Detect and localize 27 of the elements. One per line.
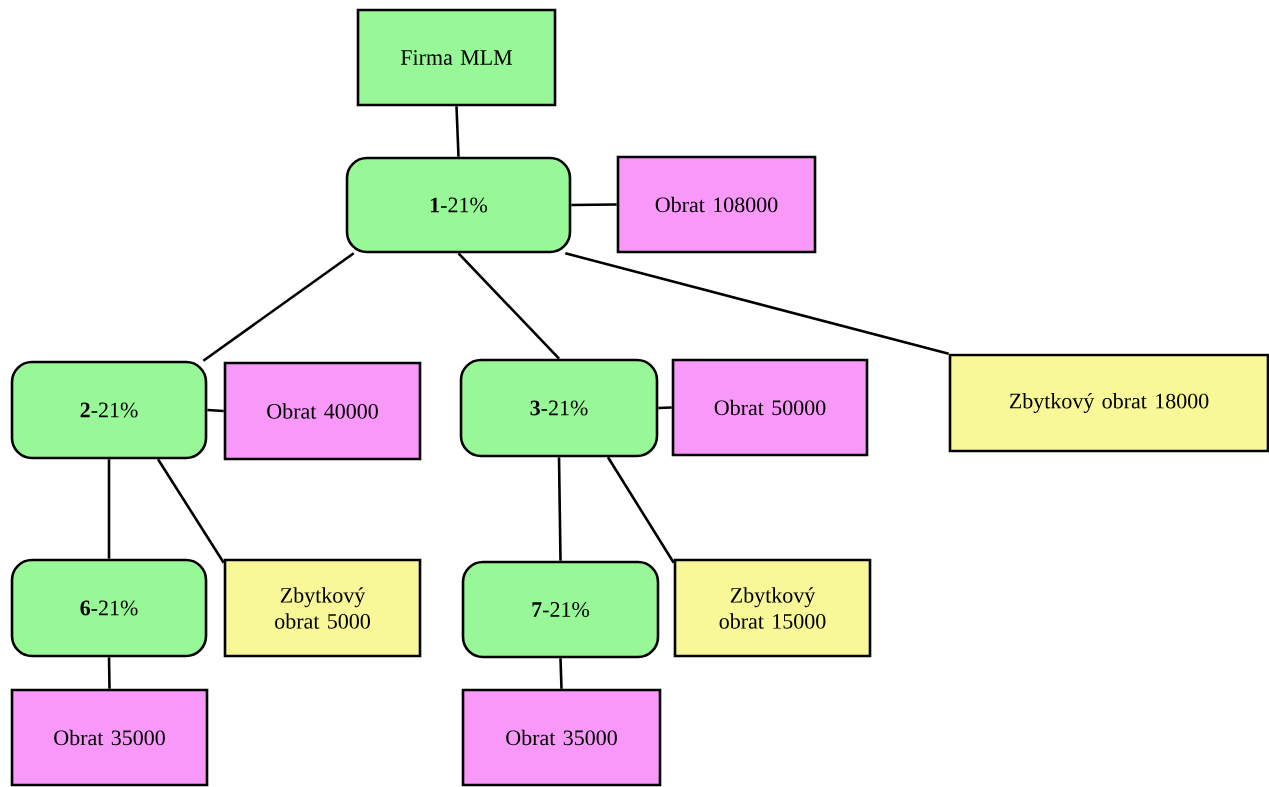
turnover-box: Obrat 35000	[10, 688, 209, 787]
level-box: 2-21%	[10, 360, 208, 460]
connector-line	[107, 657, 111, 689]
connector-line	[559, 658, 563, 689]
turnover-box: Obrat 108000	[616, 155, 817, 254]
turnover-box: Obrat 50000	[671, 358, 869, 457]
connector-line	[202, 252, 355, 362]
level-box: 3-21%	[459, 358, 659, 458]
connector-line	[571, 203, 617, 207]
connector-line	[156, 458, 225, 564]
connector-line	[557, 457, 562, 561]
connector-line	[207, 408, 224, 413]
connector-line	[564, 252, 950, 355]
level-box: 1-21%	[345, 156, 572, 254]
turnover-box: Obrat 40000	[223, 361, 422, 461]
level-box: 7-21%	[461, 560, 660, 659]
connector-line	[107, 459, 111, 559]
remainder-box: Zbytkový obrat 18000	[948, 353, 1269, 453]
connector-line	[658, 406, 672, 410]
turnover-box: Obrat 35000	[461, 688, 662, 787]
connector-line	[455, 106, 460, 157]
connector-line	[606, 456, 675, 564]
connector-line	[457, 252, 560, 360]
level-box: 6-21%	[10, 558, 208, 658]
remainder-box: Zbytkový obrat 15000	[673, 558, 872, 658]
firm-box: Firma MLM	[356, 8, 557, 107]
remainder-box: Zbytkový obrat 5000	[223, 558, 422, 658]
